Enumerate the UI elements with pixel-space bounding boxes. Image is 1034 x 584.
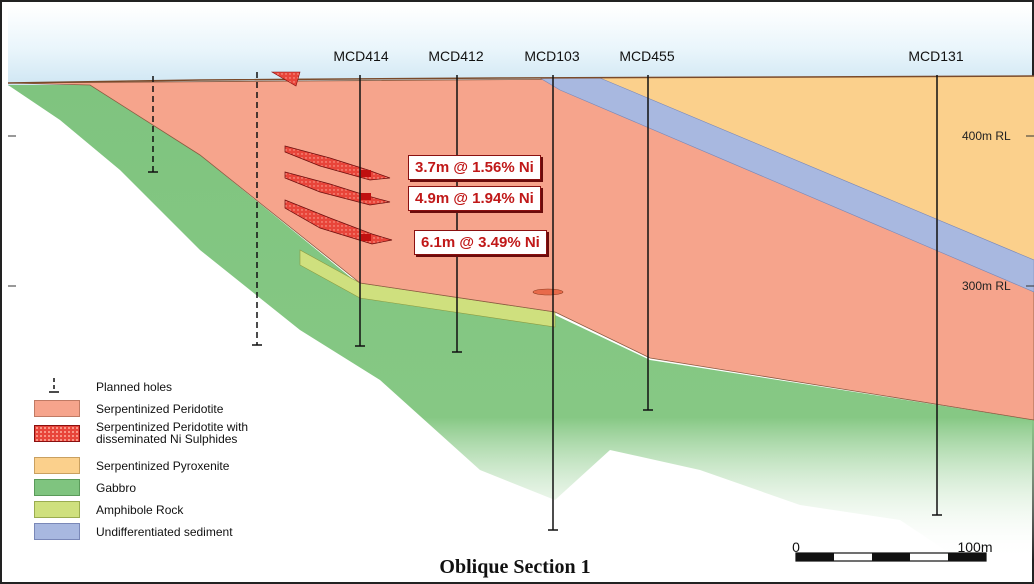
- planned-hole-symbol-icon: [34, 378, 80, 395]
- rl-label-300: 300m RL: [962, 279, 1011, 293]
- intercept-callout-3: 6.1m @ 3.49% Ni: [414, 230, 547, 255]
- legend-label: Serpentinized Peridotite: [96, 401, 224, 416]
- legend-label: Amphibole Rock: [96, 502, 184, 517]
- legend-label: Serpentinized Pyroxenite: [96, 458, 230, 473]
- intercept-marker-3: [361, 234, 371, 241]
- legend-swatch: [34, 523, 80, 540]
- drill-hole-label-mcd103: MCD103: [524, 48, 580, 64]
- intercept-marker-2: [361, 193, 371, 200]
- legend-label: Gabbro: [96, 480, 137, 495]
- legend-label: Serpentinized Peridotite with disseminat…: [96, 420, 249, 446]
- sulphide-lens-3: [284, 199, 393, 245]
- legend-label: Undifferentiated sediment: [96, 524, 233, 539]
- legend-swatch: [34, 457, 80, 474]
- rl-label-400: 400m RL: [962, 129, 1011, 143]
- scale-bar: [795, 552, 987, 562]
- legend-label: Planned holes: [96, 379, 173, 394]
- drill-hole-label-mcd455: MCD455: [619, 48, 675, 64]
- drill-hole-label-mcd412: MCD412: [428, 48, 484, 64]
- legend-item-planned-holes: Planned holes: [34, 378, 172, 395]
- section-title: Oblique Section 1: [439, 556, 591, 578]
- legend-item-gabbro: Gabbro: [34, 479, 136, 496]
- scale-label-end: 100m: [957, 539, 993, 555]
- legend-swatch: [34, 424, 80, 442]
- intercept-marker-1: [361, 170, 371, 177]
- legend-swatch: [34, 501, 80, 518]
- sky-band: [8, 6, 1032, 86]
- legend-swatch: [34, 400, 80, 417]
- gabbro-layer: [8, 85, 1034, 560]
- legend-item-amphibole: Amphibole Rock: [34, 501, 183, 518]
- serpentinized-pyroxenite-layer: [600, 76, 1034, 260]
- legend-item-ni-sulphides: Serpentinized Peridotite with disseminat…: [34, 421, 316, 445]
- legend-item-pyroxenite: Serpentinized Pyroxenite: [34, 457, 229, 474]
- ground-surface-line: [7, 75, 1034, 84]
- intercept-callout-2: 4.9m @ 1.94% Ni: [408, 186, 541, 211]
- legend-item-sediment: Undifferentiated sediment: [34, 523, 233, 540]
- peridotite-lens: [532, 288, 564, 296]
- drill-hole-label-mcd131: MCD131: [908, 48, 964, 64]
- legend-swatch: [34, 479, 80, 496]
- scale-label-start: 0: [792, 539, 800, 555]
- drill-hole-label-mcd414: MCD414: [333, 48, 389, 64]
- legend-item-peridotite: Serpentinized Peridotite: [34, 400, 223, 417]
- sulphide-pod-surface: [270, 71, 301, 87]
- intercept-callout-1: 3.7m @ 1.56% Ni: [408, 155, 541, 180]
